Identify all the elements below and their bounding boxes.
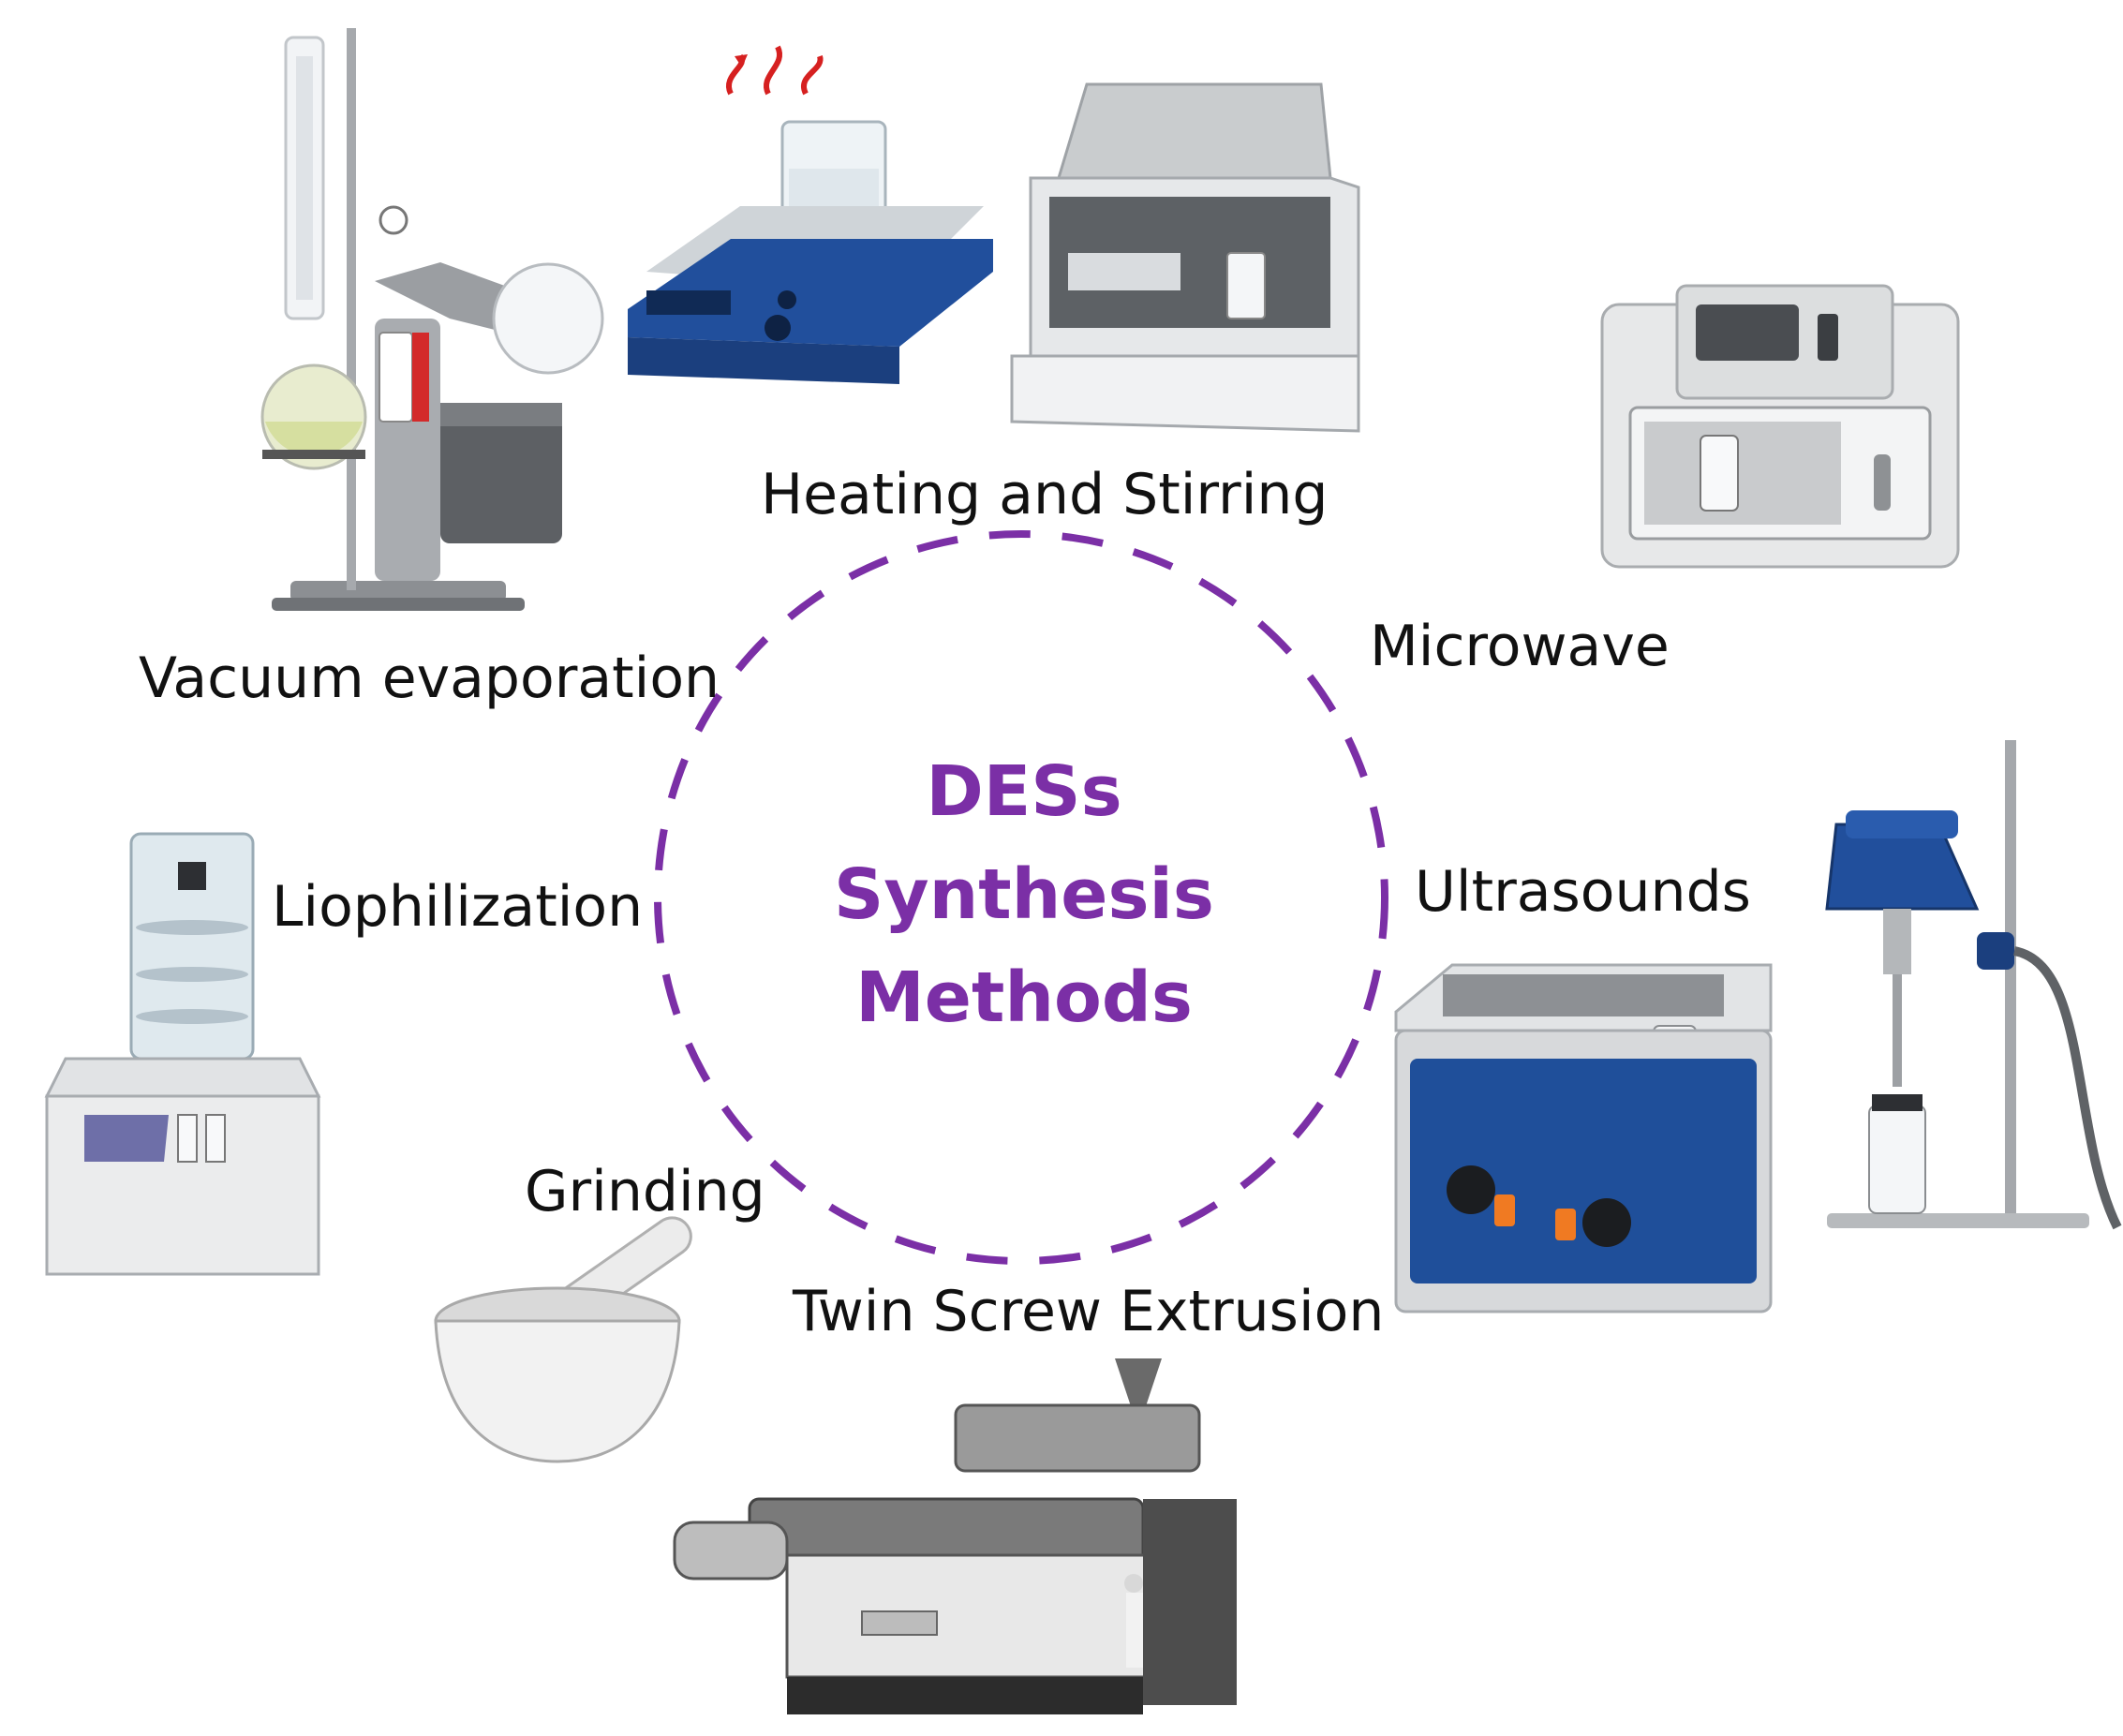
title-line-1: DESs bbox=[926, 751, 1122, 832]
microwave-reactor-icon bbox=[1600, 284, 1960, 569]
label-microwave: Microwave bbox=[1370, 614, 1670, 679]
title-line-3: Methods bbox=[855, 957, 1193, 1038]
freeze-dryer-icon bbox=[44, 832, 321, 1276]
label-vacuum-evaporation: Vacuum evaporation bbox=[139, 645, 720, 711]
hot-plate-stirrer-icon bbox=[628, 45, 993, 384]
mortar-and-pestle-icon bbox=[434, 1216, 692, 1463]
label-ultrasounds: Ultrasounds bbox=[1415, 859, 1751, 925]
rotary-evaporator-icon bbox=[260, 28, 604, 611]
label-twin-screw-extrusion: Twin Screw Extrusion bbox=[793, 1279, 1385, 1344]
enclosure-device-icon bbox=[1010, 82, 1360, 433]
diagram-title: DESs Synthesis Methods bbox=[780, 740, 1268, 1049]
label-grinding: Grinding bbox=[525, 1159, 765, 1224]
ultrasonic-probe-icon bbox=[1825, 740, 2122, 1230]
label-heating-stirring: Heating and Stirring bbox=[761, 462, 1329, 527]
title-line-2: Synthesis bbox=[834, 854, 1214, 935]
ultrasonic-bath-icon bbox=[1394, 963, 1773, 1313]
twin-screw-extruder-icon bbox=[673, 1358, 1237, 1714]
center-circle-outline bbox=[654, 530, 1388, 1265]
label-liophilization: Liophilization bbox=[272, 874, 644, 940]
